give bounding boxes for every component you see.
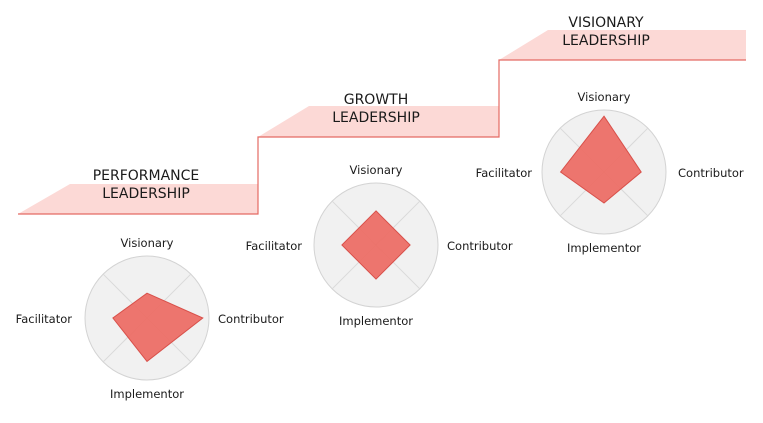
radar-shape	[559, 115, 642, 204]
axis-label-facilitator: Facilitator	[476, 166, 533, 180]
radar-shape	[341, 210, 411, 280]
axis-label-visionary: Visionary	[578, 90, 631, 104]
axis-label-contributor: Contributor	[447, 239, 513, 253]
stage-title-visionary-line1: VISIONARY	[568, 15, 644, 31]
stage-title-growth-line2: LEADERSHIP	[332, 110, 420, 126]
axis-label-visionary: Visionary	[350, 163, 403, 177]
step-band-growth	[258, 106, 499, 137]
stage-title-performance-line2: LEADERSHIP	[102, 186, 190, 202]
stage-title-growth-line1: GROWTH	[344, 92, 409, 108]
stage-title-performance-line1: PERFORMANCE	[93, 168, 200, 184]
axis-label-implementor: Implementor	[567, 241, 641, 255]
step-band-visionary	[499, 30, 746, 60]
radar-chart-performance: Visionary Contributor Implementor Facili…	[16, 236, 284, 401]
axis-label-visionary: Visionary	[121, 236, 174, 250]
step-band-performance	[18, 184, 258, 214]
axis-label-implementor: Implementor	[339, 314, 413, 328]
axis-label-implementor: Implementor	[110, 387, 184, 401]
radar-chart-growth: Visionary Contributor Implementor Facili…	[246, 163, 513, 328]
radar-chart-visionary: Visionary Contributor Implementor Facili…	[476, 90, 744, 255]
radar-shape	[112, 292, 204, 363]
stage-title-visionary-line2: LEADERSHIP	[562, 33, 650, 49]
axis-label-facilitator: Facilitator	[16, 312, 73, 326]
step-line	[18, 59, 746, 215]
axis-label-facilitator: Facilitator	[246, 239, 303, 253]
axis-label-contributor: Contributor	[218, 312, 284, 326]
axis-label-contributor: Contributor	[678, 166, 744, 180]
